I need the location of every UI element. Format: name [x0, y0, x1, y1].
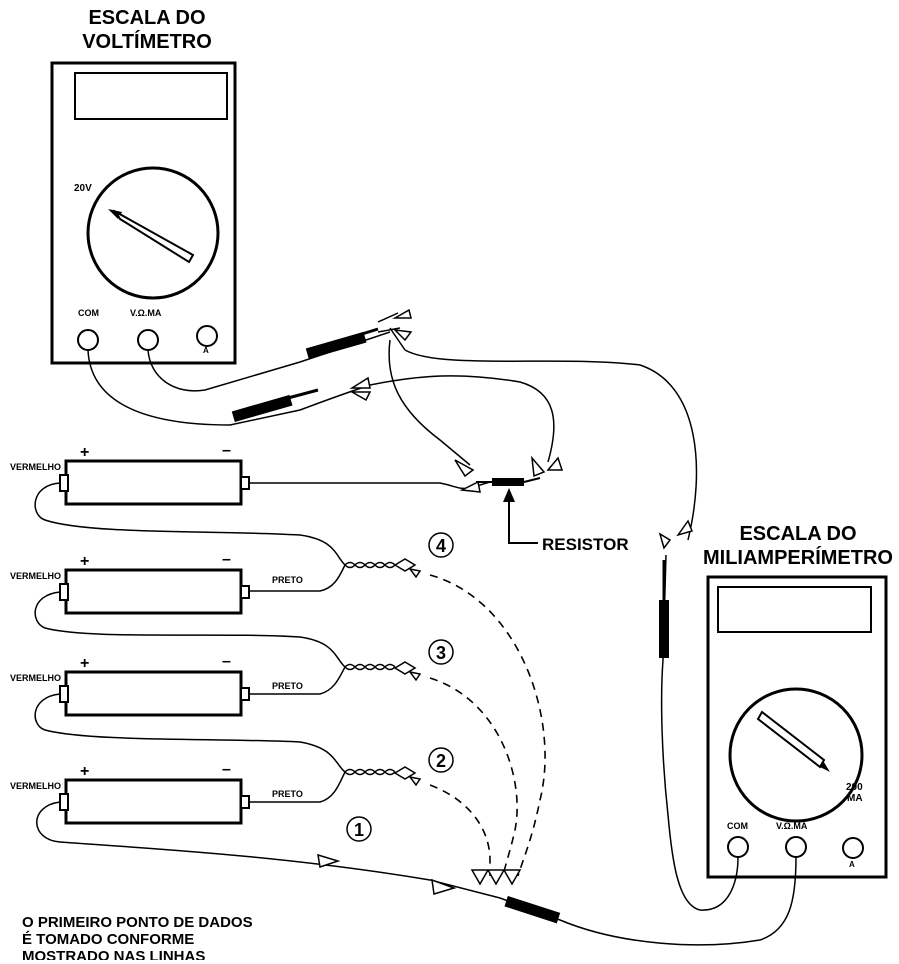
battery-2-black-label: PRETO	[272, 575, 303, 585]
resistor-label: RESISTOR	[542, 535, 629, 554]
voltmeter-needle	[108, 209, 195, 264]
battery-2-negative-wire	[249, 564, 346, 592]
milliammeter: 200 MA COM V.Ω.MA A	[706, 575, 888, 879]
milliammeter-upper-lead	[404, 349, 698, 541]
voltmeter-com-lead	[87, 349, 371, 426]
twisted-pairs	[344, 561, 396, 776]
voltmeter-com-label: COM	[78, 308, 99, 318]
voltmeter-display	[74, 72, 228, 120]
milliammeter-probe-lead	[660, 554, 739, 911]
battery-1-minus: –	[222, 442, 231, 459]
milliammeter-vohm-label: V.Ω.MA	[776, 821, 808, 831]
battery-4-black-label: PRETO	[272, 789, 303, 799]
battery-3-positive-wire	[34, 693, 346, 773]
battery-4-plus: +	[80, 763, 89, 780]
milliammeter-range-label-1: 200	[846, 782, 863, 793]
voltmeter: 20V COM V.Ω.MA A	[50, 61, 237, 365]
milliammeter-title-line2: MILIAMPERÍMETRO	[703, 547, 893, 569]
markers: 4 3 2 1	[346, 532, 454, 842]
dashed-connections	[429, 574, 546, 877]
milliammeter-dial	[728, 687, 864, 823]
battery-3-minus: –	[222, 653, 231, 670]
battery-1-plus: +	[80, 444, 89, 461]
battery-2-red-label: VERMELHO	[10, 571, 61, 581]
wires	[34, 331, 797, 946]
marker-4-label: 4	[436, 536, 446, 556]
milliammeter-needle	[756, 710, 830, 772]
voltmeter-v-lead	[147, 331, 391, 392]
battery-2-plus: +	[80, 553, 89, 570]
milliammeter-a-label: A	[849, 860, 855, 869]
voltmeter-title-line2: VOLTÍMETRO	[82, 31, 212, 53]
milliammeter-vohm-jack[interactable]	[785, 836, 807, 858]
bottom-note-line3: MOSTRADO NAS LINHAS	[22, 948, 206, 960]
voltmeter-vohm-jack[interactable]	[137, 329, 159, 351]
resistor: RESISTOR	[476, 477, 629, 554]
lead-to-resistor-left	[388, 339, 471, 466]
milliammeter-display	[717, 586, 872, 633]
battery-1: + – VERMELHO	[10, 442, 250, 506]
battery-1-negative-terminal	[240, 476, 250, 490]
battery-2-minus: –	[222, 551, 231, 568]
battery-2: + – VERMELHO PRETO	[10, 551, 303, 615]
marker-3-label: 3	[436, 643, 446, 663]
milliammeter-title-line1: ESCALA DO	[739, 523, 857, 545]
battery-4-positive-terminal	[59, 793, 69, 811]
voltmeter-range-label: 20V	[74, 183, 92, 194]
milliammeter-com-jack[interactable]	[727, 836, 749, 858]
resistor-body	[492, 478, 524, 486]
dashed-path-2	[429, 784, 491, 876]
resistor-pointer	[508, 500, 538, 544]
battery-4: + – VERMELHO PRETO	[10, 761, 303, 825]
battery-4-negative-terminal	[240, 795, 250, 809]
voltmeter-a-jack[interactable]	[196, 325, 218, 347]
battery-3-plus: +	[80, 655, 89, 672]
marker-1-label: 1	[354, 820, 364, 840]
battery-3-black-label: PRETO	[272, 681, 303, 691]
marker-3-circle	[428, 639, 454, 665]
battery-4-red-label: VERMELHO	[10, 781, 61, 791]
voltmeter-title-line1: ESCALA DO	[88, 7, 206, 29]
battery-1-positive-terminal	[59, 474, 69, 492]
voltmeter-com-jack[interactable]	[77, 329, 99, 351]
marker-2-label: 2	[436, 751, 446, 771]
milliammeter-range-label-2: MA	[847, 793, 863, 804]
battery-2-positive-terminal	[59, 583, 69, 601]
battery-4-minus: –	[222, 761, 231, 778]
battery-4-positive-wire	[36, 801, 797, 946]
battery-2-negative-terminal	[240, 585, 250, 599]
battery-3-positive-terminal	[59, 685, 69, 703]
battery-2-positive-wire	[34, 591, 346, 668]
voltmeter-vohm-label: V.Ω.MA	[130, 308, 162, 318]
battery-4-negative-wire	[249, 771, 346, 803]
dashed-path-4	[429, 574, 546, 877]
bottom-note-line1: O PRIMEIRO PONTO DE DADOS	[22, 914, 253, 931]
battery-1-negative-wire	[249, 481, 491, 490]
voltmeter-a-label: A	[203, 346, 209, 355]
clips	[317, 308, 694, 895]
voltmeter-red-probe	[305, 331, 367, 360]
milliammeter-probe	[659, 600, 669, 658]
bottom-note-line2: É TOMADO CONFORME	[22, 931, 195, 948]
dashed-path-3	[429, 677, 518, 877]
battery-3-red-label: VERMELHO	[10, 673, 61, 683]
probes	[231, 327, 669, 924]
milliammeter-title: ESCALA DO MILIAMPERÍMETRO	[700, 522, 896, 570]
battery-3-negative-terminal	[240, 687, 250, 701]
milliammeter-com-label: COM	[727, 821, 748, 831]
bottom-note: O PRIMEIRO PONTO DE DADOS É TOMADO CONFO…	[22, 914, 253, 960]
battery-3-negative-wire	[249, 666, 346, 695]
bottom-probe	[504, 895, 561, 924]
battery-1-red-label: VERMELHO	[10, 462, 61, 472]
voltmeter-title: ESCALA DO VOLTÍMETRO	[62, 6, 232, 54]
voltmeter-black-probe	[231, 394, 293, 423]
battery-3: + – VERMELHO PRETO	[10, 653, 303, 717]
marker-1-circle	[346, 816, 372, 842]
lead-to-resistor-right	[369, 375, 555, 463]
battery-1-positive-wire	[34, 482, 346, 566]
marker-2-circle	[428, 747, 454, 773]
milliammeter-a-jack[interactable]	[842, 837, 864, 859]
marker-4-circle	[428, 532, 454, 558]
